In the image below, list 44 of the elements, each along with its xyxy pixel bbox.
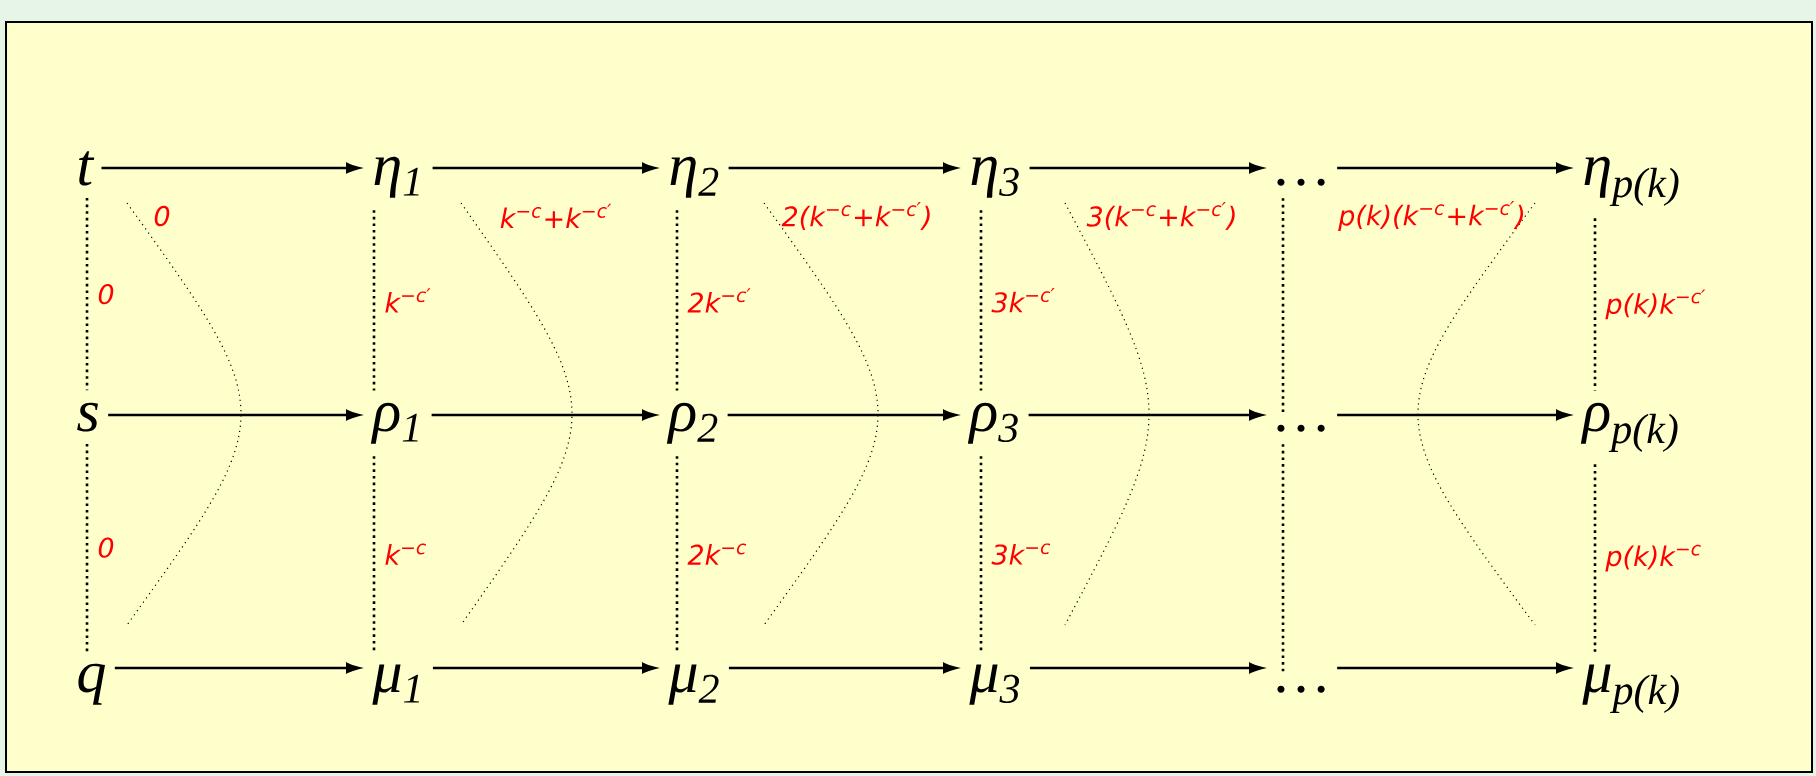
math-symbol: ρ$_{2}$ — [666, 402, 718, 444]
math-symbol: s — [77, 402, 98, 432]
math-symbol: q — [78, 663, 105, 705]
edge-label: 3k$^{−c′}$ — [991, 288, 1055, 313]
math-symbol: η$_{p(k)}$ — [1584, 156, 1679, 206]
weight-label: 2(k$^{−c}$+k$^{−c′}$) — [781, 202, 930, 230]
math-symbol: μ$_{p(k)}$ — [1582, 664, 1679, 713]
edge-label: k$^{−c}$ — [385, 543, 426, 565]
dotted-line — [85, 198, 89, 391]
math-symbol: t — [79, 151, 95, 186]
math-symbol: η$_{3}$ — [971, 156, 1019, 198]
edge-label: p(k)k$^{−c}$ — [1605, 544, 1701, 572]
math-symbol: μ$_{2}$ — [668, 664, 719, 705]
weight-label: 0 — [154, 205, 170, 227]
dotted-line — [675, 456, 679, 653]
math-symbol: ρ$_{3}$ — [967, 402, 1018, 444]
edge-label: 3k$^{−c}$ — [991, 543, 1051, 565]
edge-label: p(k)k$^{−c′}$ — [1605, 289, 1706, 320]
dotted-line — [1281, 198, 1285, 413]
edge-label: 2k$^{−c}$ — [687, 543, 747, 565]
math-symbol: μ$_{3}$ — [969, 664, 1020, 705]
math-symbol: μ$_{1}$ — [372, 664, 420, 705]
edge-label: k$^{−c′}$ — [385, 288, 431, 313]
dotted-line — [979, 456, 983, 653]
edge-label: 0 — [98, 283, 114, 305]
edge-label: 2k$^{−c′}$ — [687, 288, 751, 313]
dotted-line — [85, 444, 89, 652]
math-symbol: ρ$_{p(k)}$ — [1580, 402, 1678, 452]
dotted-line — [979, 210, 983, 391]
math-symbol: … — [1277, 424, 1325, 432]
dotted-line — [675, 210, 679, 391]
dotted-line — [1593, 464, 1597, 653]
edge-label: 0 — [98, 537, 114, 558]
weight-label: 3(k$^{−c}$+k$^{−c′}$) — [1086, 202, 1235, 230]
math-symbol: ρ$_{1}$ — [370, 402, 418, 444]
weight-label: k$^{−c}$+k$^{−c′}$ — [500, 203, 612, 229]
math-symbol: … — [1277, 178, 1325, 186]
math-symbol: η$_{1}$ — [374, 156, 419, 198]
dotted-line — [372, 210, 376, 391]
dotted-line — [1281, 444, 1285, 674]
weight-label: p(k)(k$^{−c}$+k$^{−c′}$) — [1338, 201, 1523, 231]
dotted-line — [372, 456, 376, 653]
math-symbol: η$_{2}$ — [670, 156, 719, 198]
math-symbol: … — [1277, 685, 1325, 693]
